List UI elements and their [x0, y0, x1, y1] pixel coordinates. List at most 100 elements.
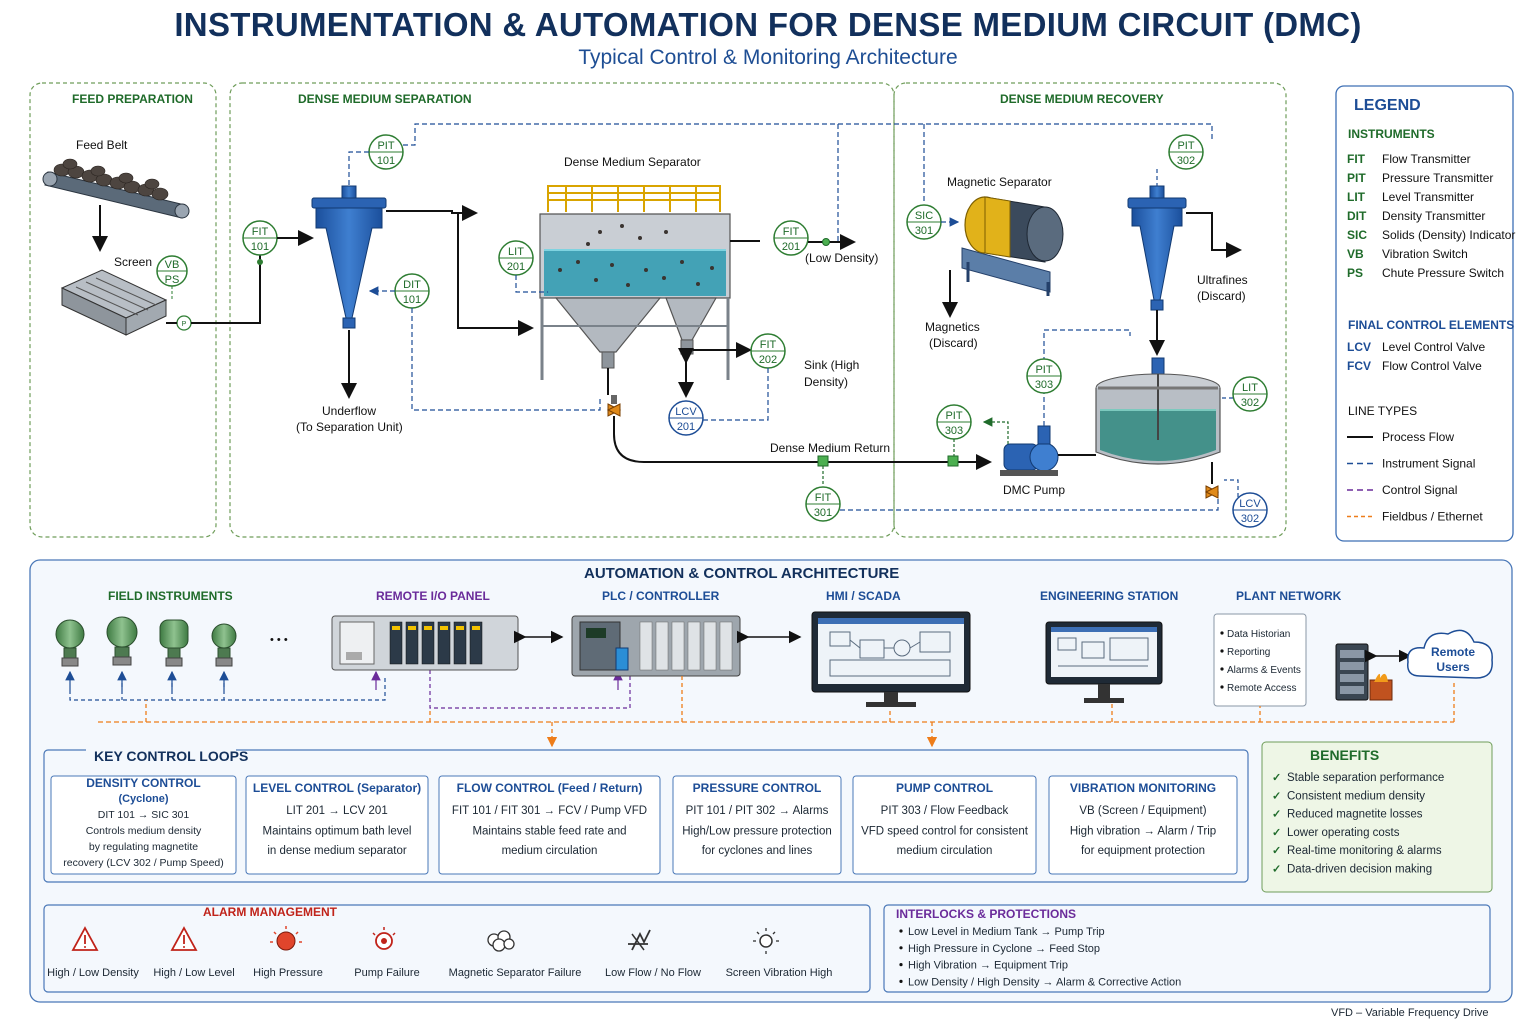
svg-text:High/Low pressure protection: High/Low pressure protection: [682, 826, 832, 838]
svg-text:VFD speed control for consiste: VFD speed control for consistent: [861, 826, 1029, 838]
svg-text:Stable separation performance: Stable separation performance: [1287, 772, 1444, 784]
svg-text:for equipment protection: for equipment protection: [1081, 845, 1205, 857]
remote-io-panel: [331, 615, 519, 671]
fit-202-bubble: FIT 202: [750, 333, 786, 369]
network-item: Remote Access: [1220, 683, 1296, 694]
svg-text:LCV: LCV: [675, 406, 697, 418]
svg-text:101: 101: [377, 155, 395, 167]
svg-text:DIT: DIT: [403, 279, 421, 291]
svg-text:Alarms & Events: Alarms & Events: [1227, 665, 1301, 676]
svg-text:Low Density / High Density → A: Low Density / High Density → Alarm & Cor…: [908, 976, 1181, 988]
transmitter-icon-2: [106, 616, 138, 666]
alarm-management-frame: [43, 904, 871, 993]
svg-text:Reporting: Reporting: [1227, 647, 1270, 658]
plc-controller: [571, 615, 741, 677]
svg-text:VB (Screen / Equipment): VB (Screen / Equipment): [1079, 805, 1206, 817]
magnetics-label: Magnetics: [925, 320, 980, 334]
svg-text:FIT: FIT: [783, 226, 800, 238]
svg-text:FLOW CONTROL (Feed / Return): FLOW CONTROL (Feed / Return): [457, 781, 643, 795]
legend-instruments-heading: INSTRUMENTS: [1348, 127, 1435, 141]
separator-label: Dense Medium Separator: [564, 155, 701, 169]
control-loop-box: FLOW CONTROL (Feed / Return)FIT 101 / FI…: [438, 775, 661, 875]
svg-text:301: 301: [915, 225, 933, 237]
separator-drain-valve: [606, 395, 622, 417]
svg-text:Real-time monitoring & alarms: Real-time monitoring & alarms: [1287, 845, 1442, 857]
vb-ps-bubble: VB PS: [156, 255, 188, 287]
svg-text:Remote: Remote: [1431, 645, 1475, 659]
interlock-item: High Vibration → Equipment Trip: [899, 960, 1068, 972]
svg-text:in dense medium separator: in dense medium separator: [267, 845, 407, 857]
alarm-label: High / Low Density: [47, 967, 139, 979]
svg-text:201: 201: [677, 421, 695, 433]
svg-text:SIC: SIC: [1347, 228, 1367, 242]
svg-text:PIT: PIT: [1177, 140, 1194, 152]
svg-text:Data-driven decision making: Data-driven decision making: [1287, 864, 1432, 876]
fit-301-bubble: FIT 301: [805, 486, 841, 522]
field-instruments: [55, 616, 237, 667]
low-density-label: (Low Density): [805, 251, 878, 265]
svg-text:LEVEL CONTROL (Separator): LEVEL CONTROL (Separator): [253, 781, 421, 795]
benefit-item: ✓ Stable separation performance: [1272, 772, 1444, 784]
check-icon: ✓: [1272, 772, 1281, 784]
alarm-label: Screen Vibration High: [726, 967, 833, 979]
svg-text:FCV: FCV: [1347, 359, 1371, 373]
engineering-station-monitor: [1045, 621, 1163, 703]
key-control-loops: DENSITY CONTROL(Cyclone)DIT 101 → SIC 30…: [50, 775, 1238, 875]
tank-drain-valve: [1204, 462, 1220, 499]
benefits-title: BENEFITS: [1310, 747, 1379, 763]
interlocks-title: INTERLOCKS & PROTECTIONS: [896, 907, 1076, 921]
svg-text:PUMP CONTROL: PUMP CONTROL: [896, 781, 993, 795]
svg-text:DIT 101 → SIC 301: DIT 101 → SIC 301: [98, 809, 190, 821]
svg-text:medium circulation: medium circulation: [502, 845, 598, 857]
svg-text:PIT 101 / PIT 302 → Alarms: PIT 101 / PIT 302 → Alarms: [686, 805, 829, 817]
svg-text:recovery (LCV 302 / Pump Speed: recovery (LCV 302 / Pump Speed): [63, 857, 224, 869]
svg-text:medium circulation: medium circulation: [897, 845, 993, 857]
remote-users-cloud: Remote Users: [1407, 629, 1493, 679]
svg-text:201: 201: [782, 241, 800, 253]
benefit-item: ✓Data-driven decision making: [1272, 864, 1432, 876]
svg-text:101: 101: [251, 241, 269, 253]
svg-text:Level Transmitter: Level Transmitter: [1382, 190, 1474, 204]
svg-text:Fieldbus / Ethernet: Fieldbus / Ethernet: [1382, 510, 1483, 524]
pit-303-bubble-lower: PIT 303: [936, 404, 972, 440]
interlocks-frame: [883, 904, 1491, 993]
alarm-management-title: ALARM MANAGEMENT: [203, 905, 338, 919]
alarm-label: Low Flow / No Flow: [605, 967, 701, 979]
siren-icon: [270, 926, 302, 951]
svg-text:PS: PS: [165, 274, 180, 286]
check-icon: ✓: [1272, 827, 1281, 839]
check-icon: ✓: [1272, 845, 1281, 857]
underflow-label: Underflow: [322, 404, 376, 418]
alarm-label: Pump Failure: [354, 967, 419, 979]
engineering-station-label: ENGINEERING STATION: [1040, 589, 1178, 603]
legend-panel: [1335, 85, 1514, 542]
dense-medium-separator: [539, 185, 731, 380]
svg-text:303: 303: [1035, 379, 1053, 391]
svg-text:DENSITY CONTROL: DENSITY CONTROL: [86, 776, 200, 790]
lit-201-bubble: LIT 201: [498, 240, 534, 276]
legend-line-0: Process Flow: [1347, 430, 1454, 444]
svg-text:High vibration → Alarm / Trip: High vibration → Alarm / Trip: [1070, 826, 1216, 838]
legend-line-1: Instrument Signal: [1347, 457, 1475, 471]
svg-text:Remote Access: Remote Access: [1227, 683, 1296, 694]
dit-101-bubble: DIT 101: [394, 273, 430, 309]
page-subtitle: Typical Control & Monitoring Architectur…: [578, 46, 958, 69]
pit-101-bubble: PIT 101: [368, 134, 404, 170]
plc-label: PLC / CONTROLLER: [602, 589, 720, 603]
transmitter-icon-1: [55, 619, 85, 667]
lcv-302-bubble: LCV 302: [1232, 492, 1268, 528]
fit-101-bubble: FIT 101: [242, 220, 278, 256]
svg-text:Solids (Density) Indicator: Solids (Density) Indicator: [1382, 228, 1515, 242]
check-icon: ✓: [1272, 790, 1281, 802]
svg-text:Consistent medium density: Consistent medium density: [1287, 790, 1425, 802]
firewall-icon: [1369, 673, 1393, 701]
svg-text:PIT: PIT: [1347, 171, 1366, 185]
vibrating-screen: [60, 269, 168, 336]
warning-icon-level: [170, 926, 198, 951]
low-flow-icon: [628, 929, 651, 951]
